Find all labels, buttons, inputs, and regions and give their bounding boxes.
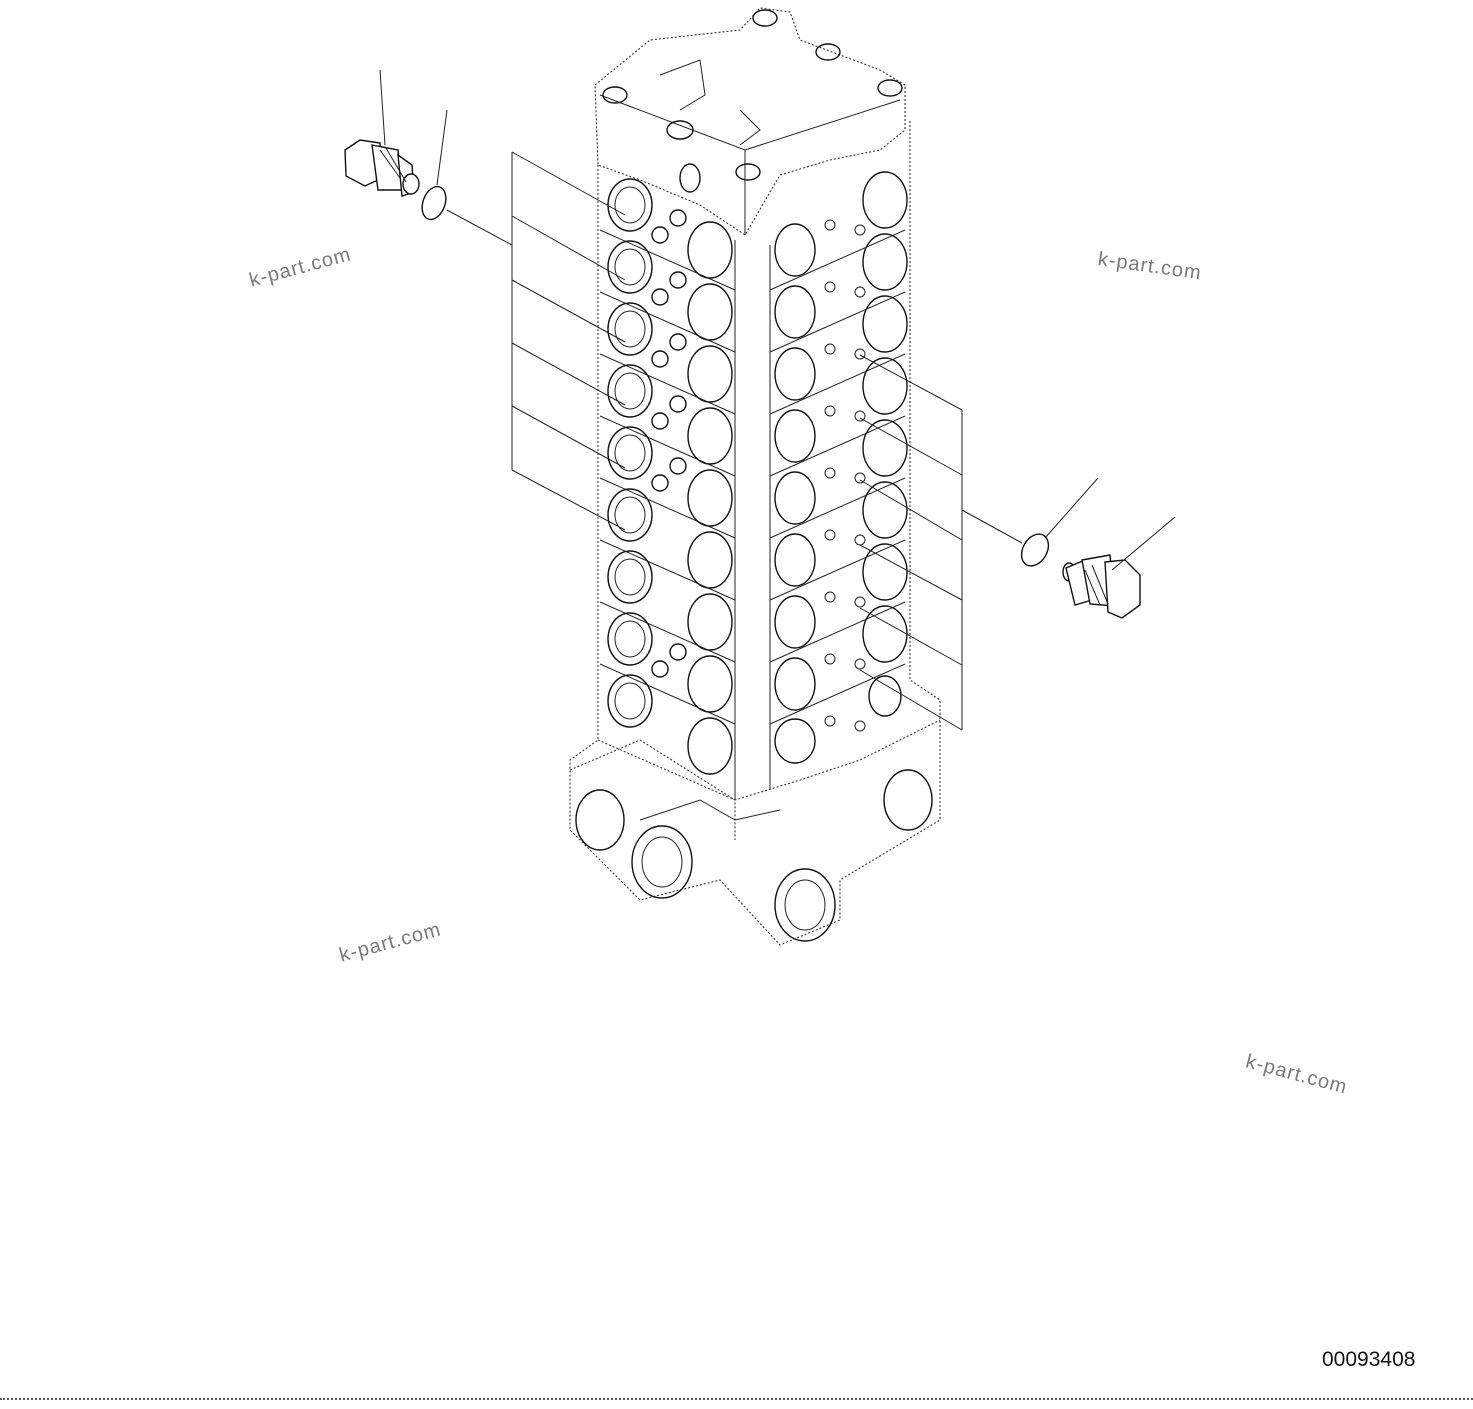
callout-bracket-right [859, 354, 963, 731]
control-valve-body [569, 7, 941, 946]
figure-number: 00093408 [1322, 1348, 1416, 1371]
valve-sections [599, 171, 908, 775]
valve-base [569, 719, 941, 942]
bottom-border [0, 1398, 1473, 1400]
leader-line-left [446, 209, 513, 246]
relief-valve-left [344, 69, 420, 197]
callout-bracket-left [511, 151, 626, 531]
leader-line-right [961, 509, 1023, 544]
relief-valve-right [1062, 516, 1176, 619]
o-ring-left [421, 109, 448, 221]
o-ring-right [1020, 477, 1099, 567]
